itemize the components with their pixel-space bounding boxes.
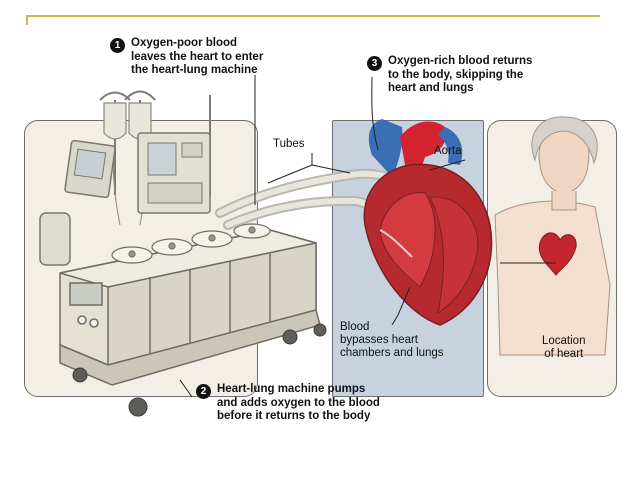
step-2-text: Heart-lung machine pumps and adds oxygen… <box>217 383 380 424</box>
step-1-text: Oxygen-poor blood leaves the heart to en… <box>131 37 263 78</box>
bypass-label: Blood bypasses heart chambers and lungs <box>340 321 444 360</box>
slide-top-rule <box>26 15 600 17</box>
pump-heads <box>111 223 271 264</box>
patient-figure <box>494 116 611 356</box>
heart-lung-bypass-figure: 1 Oxygen-poor blood leaves the heart to … <box>20 25 622 435</box>
step-2-line-2: and adds oxygen to the blood <box>217 396 380 409</box>
step-3-line-2: to the body, skipping the <box>388 68 524 81</box>
step-3-text: Oxygen-rich blood returns to the body, s… <box>388 55 532 96</box>
step-2-badge: 2 <box>196 384 211 399</box>
location-line-1: Location <box>542 335 586 347</box>
slide-top-rule-tick <box>26 15 28 27</box>
tubes-label: Tubes <box>273 138 305 150</box>
illustration <box>39 75 611 417</box>
location-line-2: of heart <box>544 348 584 360</box>
wheels <box>72 323 327 417</box>
heart-lung-machine <box>59 229 317 366</box>
aorta-label: Aorta <box>434 145 462 157</box>
bypass-line-3: chambers and lungs <box>340 347 444 359</box>
reservoir <box>39 212 71 266</box>
heart-illustration <box>363 119 493 326</box>
leader-lines <box>179 75 556 398</box>
step-1-line-3: the heart-lung machine <box>131 64 258 76</box>
step-1-line-1: Oxygen-poor blood <box>131 37 238 49</box>
step-2-line-3: before it returns to the body <box>217 410 371 422</box>
bypass-line-1: Blood <box>340 321 370 333</box>
step-3-line-3: heart and lungs <box>388 82 474 94</box>
monitor-left <box>64 139 116 199</box>
location-label: Location of heart <box>542 335 585 361</box>
step-3-badge: 3 <box>367 56 382 71</box>
step-3-line-1: Oxygen-rich blood returns <box>388 55 533 67</box>
step-1-line-2: leaves the heart to enter <box>131 50 264 63</box>
step-2-line-1: Heart-lung machine pumps <box>217 383 366 395</box>
step-1-badge: 1 <box>110 38 125 53</box>
monitor-right <box>137 132 211 214</box>
bypass-line-2: bypasses heart <box>340 334 418 346</box>
